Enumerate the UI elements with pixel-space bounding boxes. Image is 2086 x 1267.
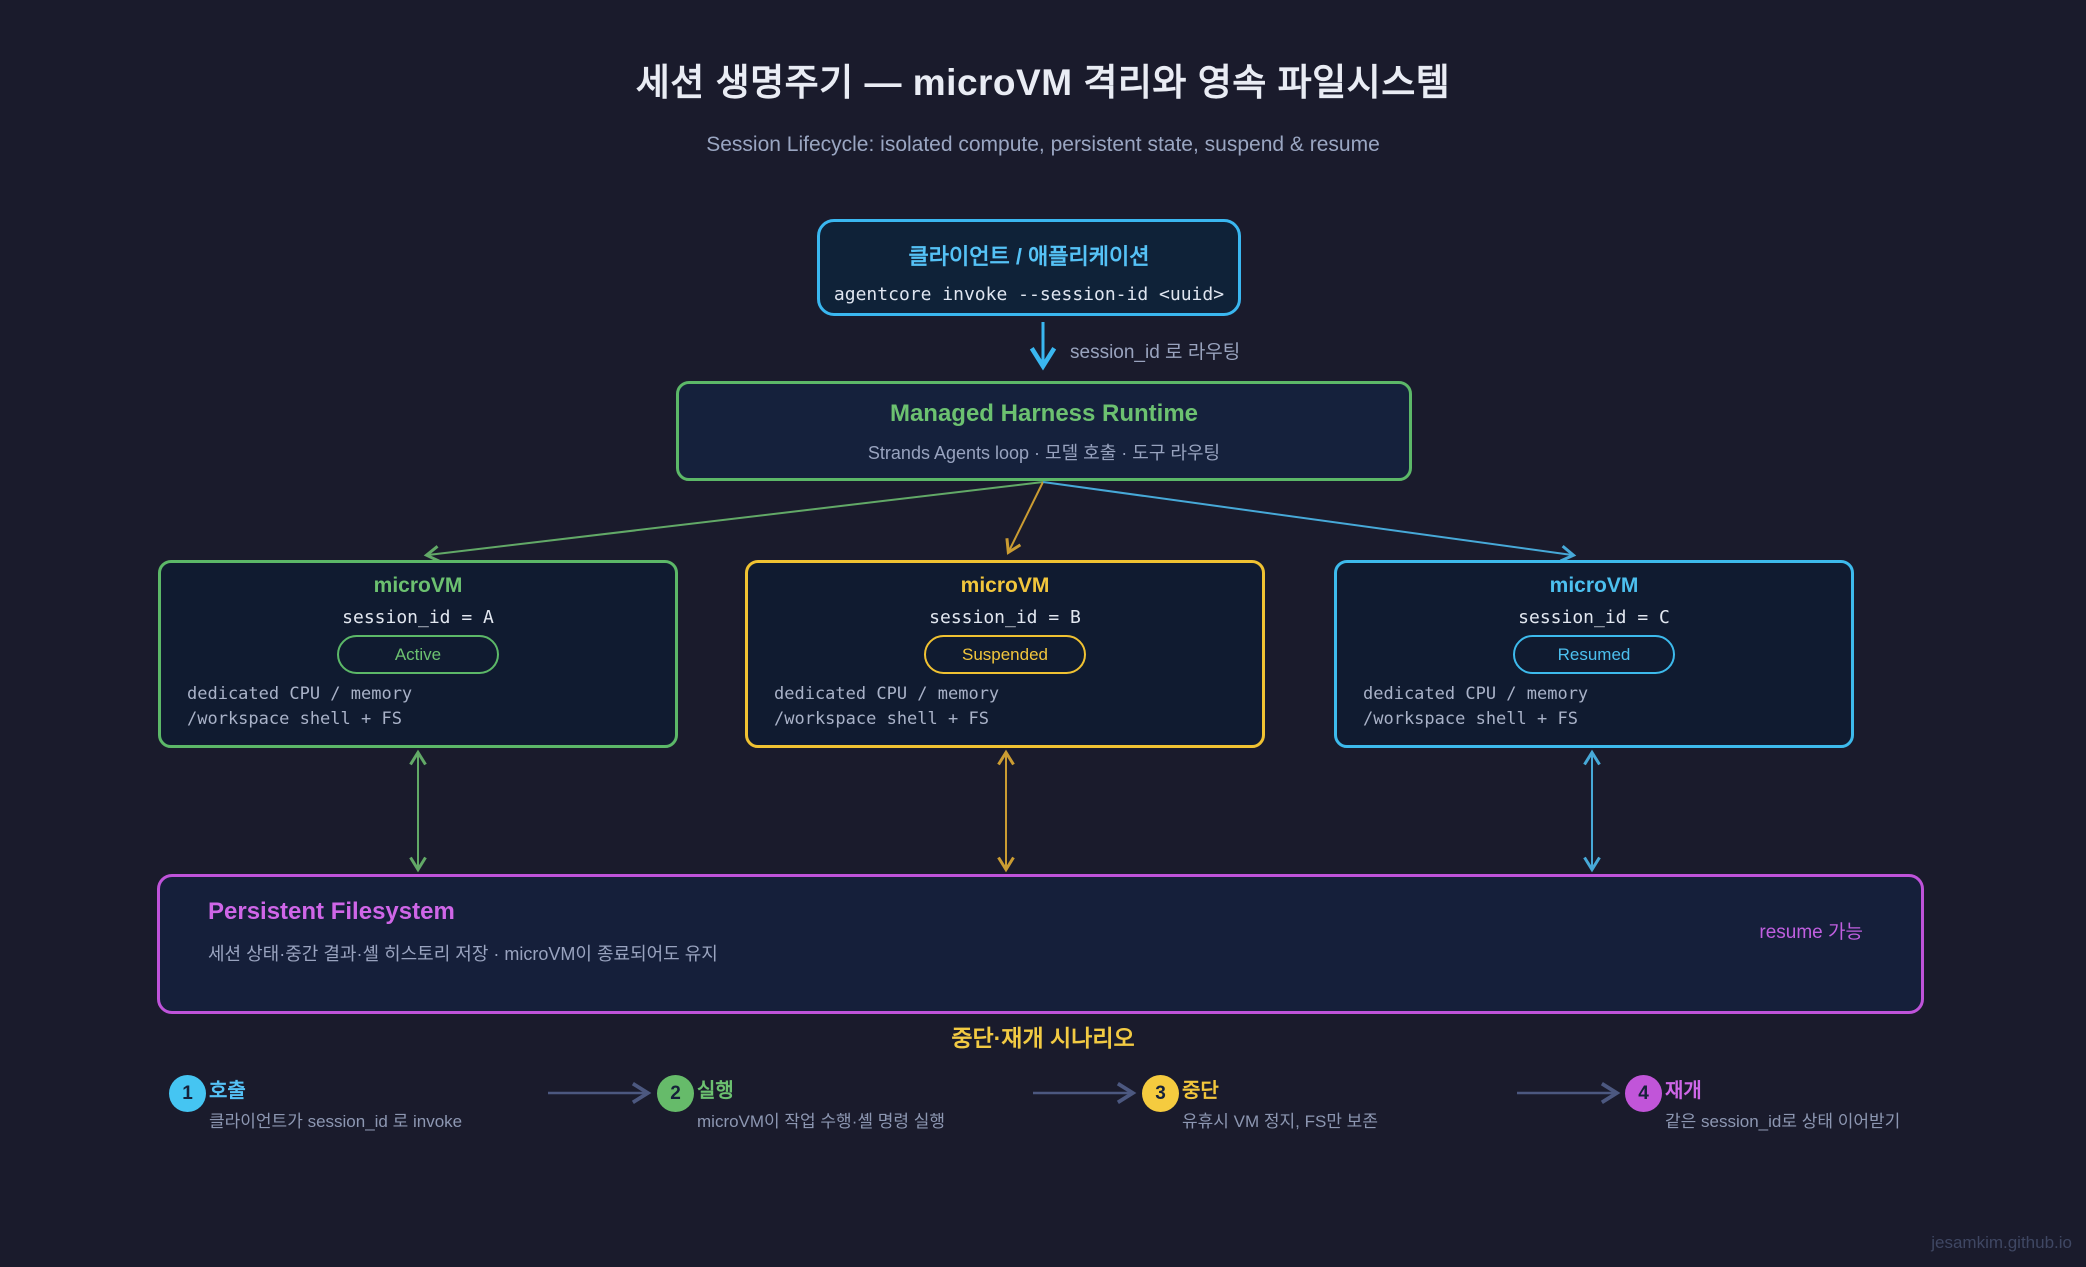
microvm-box-a: microVM session_id = A Active dedicated … xyxy=(158,560,678,748)
harness-runtime-box: Managed Harness Runtime Strands Agents l… xyxy=(676,381,1412,481)
client-box: 클라이언트 / 애플리케이션 agentcore invoke --sessio… xyxy=(817,219,1241,316)
persistent-filesystem-title: Persistent Filesystem xyxy=(208,898,455,925)
microvm-b-session-id: session_id = B xyxy=(929,607,1081,628)
microvm-c-specs: dedicated CPU / memory /workspace shell … xyxy=(1363,682,1588,732)
microvm-c-spec-line2: /workspace shell + FS xyxy=(1363,709,1578,729)
microvm-c-spec-line1: dedicated CPU / memory xyxy=(1363,684,1589,704)
microvm-c-status-badge: Resumed xyxy=(1513,635,1675,674)
resume-note: resume 가능 xyxy=(1759,922,1863,943)
microvm-box-b: microVM session_id = B Suspended dedicat… xyxy=(745,560,1265,748)
arrow-harness-to-vm-b xyxy=(1005,481,1044,555)
microvm-c-title: microVM xyxy=(1549,574,1639,597)
arrow-harness-to-vm-a xyxy=(423,481,1044,563)
step-1-description: 클라이언트가 session_id 로 invoke xyxy=(209,1112,463,1131)
microvm-a-specs: dedicated CPU / memory /workspace shell … xyxy=(187,682,412,732)
client-invoke-command: agentcore invoke --session-id <uuid> xyxy=(833,284,1225,305)
microvm-a-session-id: session_id = A xyxy=(342,607,494,628)
scenario-title: 중단·재개 시나리오 xyxy=(951,1025,1135,1051)
microvm-a-status-badge: Active xyxy=(337,635,499,674)
step-4-number-badge: 4 xyxy=(1625,1075,1662,1112)
step-1-label: 호출 xyxy=(209,1080,246,1102)
step-2-description: microVM이 작업 수행·셸 명령 실행 xyxy=(697,1112,946,1131)
step-4-label: 재개 xyxy=(1665,1080,1702,1102)
harness-runtime-title: Managed Harness Runtime xyxy=(889,400,1199,427)
microvm-a-title: microVM xyxy=(373,574,463,597)
step-3-description: 유휴시 VM 정지, FS만 보존 xyxy=(1182,1112,1378,1131)
harness-runtime-subtitle: Strands Agents loop · 모델 호출 · 도구 라우팅 xyxy=(867,443,1221,463)
persistent-filesystem-subtitle: 세션 상태·중간 결과·셸 히스토리 저장 · microVM이 종료되어도 유… xyxy=(208,944,718,964)
step-2-label: 실행 xyxy=(697,1080,734,1102)
step-3-number-badge: 3 xyxy=(1142,1075,1179,1112)
watermark: jesamkim.github.io xyxy=(1931,1233,2072,1252)
microvm-b-status-badge: Suspended xyxy=(924,635,1086,674)
microvm-a-spec-line1: dedicated CPU / memory xyxy=(187,684,413,704)
arrow-harness-to-vm-c xyxy=(1042,481,1577,563)
client-box-title: 클라이언트 / 애플리케이션 xyxy=(908,244,1150,269)
step-4-description: 같은 session_id로 상태 이어받기 xyxy=(1665,1112,1901,1131)
page-title: 세션 생명주기 — microVM 격리와 영속 파일시스템 xyxy=(635,62,1451,103)
microvm-b-spec-line1: dedicated CPU / memory xyxy=(774,684,1000,704)
microvm-c-session-id: session_id = C xyxy=(1518,607,1670,628)
microvm-b-title: microVM xyxy=(960,574,1050,597)
page-subtitle: Session Lifecycle: isolated compute, per… xyxy=(706,133,1380,156)
microvm-a-spec-line2: /workspace shell + FS xyxy=(187,709,402,729)
microvm-b-specs: dedicated CPU / memory /workspace shell … xyxy=(774,682,999,732)
routing-arrow-label: session_id 로 라우팅 xyxy=(1070,342,1241,363)
persistent-filesystem-box: Persistent Filesystem 세션 상태·중간 결과·셸 히스토리… xyxy=(157,874,1924,1014)
microvm-b-spec-line2: /workspace shell + FS xyxy=(774,709,989,729)
step-1-number-badge: 1 xyxy=(169,1075,206,1112)
step-3-label: 중단 xyxy=(1182,1080,1219,1102)
step-2-number-badge: 2 xyxy=(657,1075,694,1112)
microvm-box-c: microVM session_id = C Resumed dedicated… xyxy=(1334,560,1854,748)
